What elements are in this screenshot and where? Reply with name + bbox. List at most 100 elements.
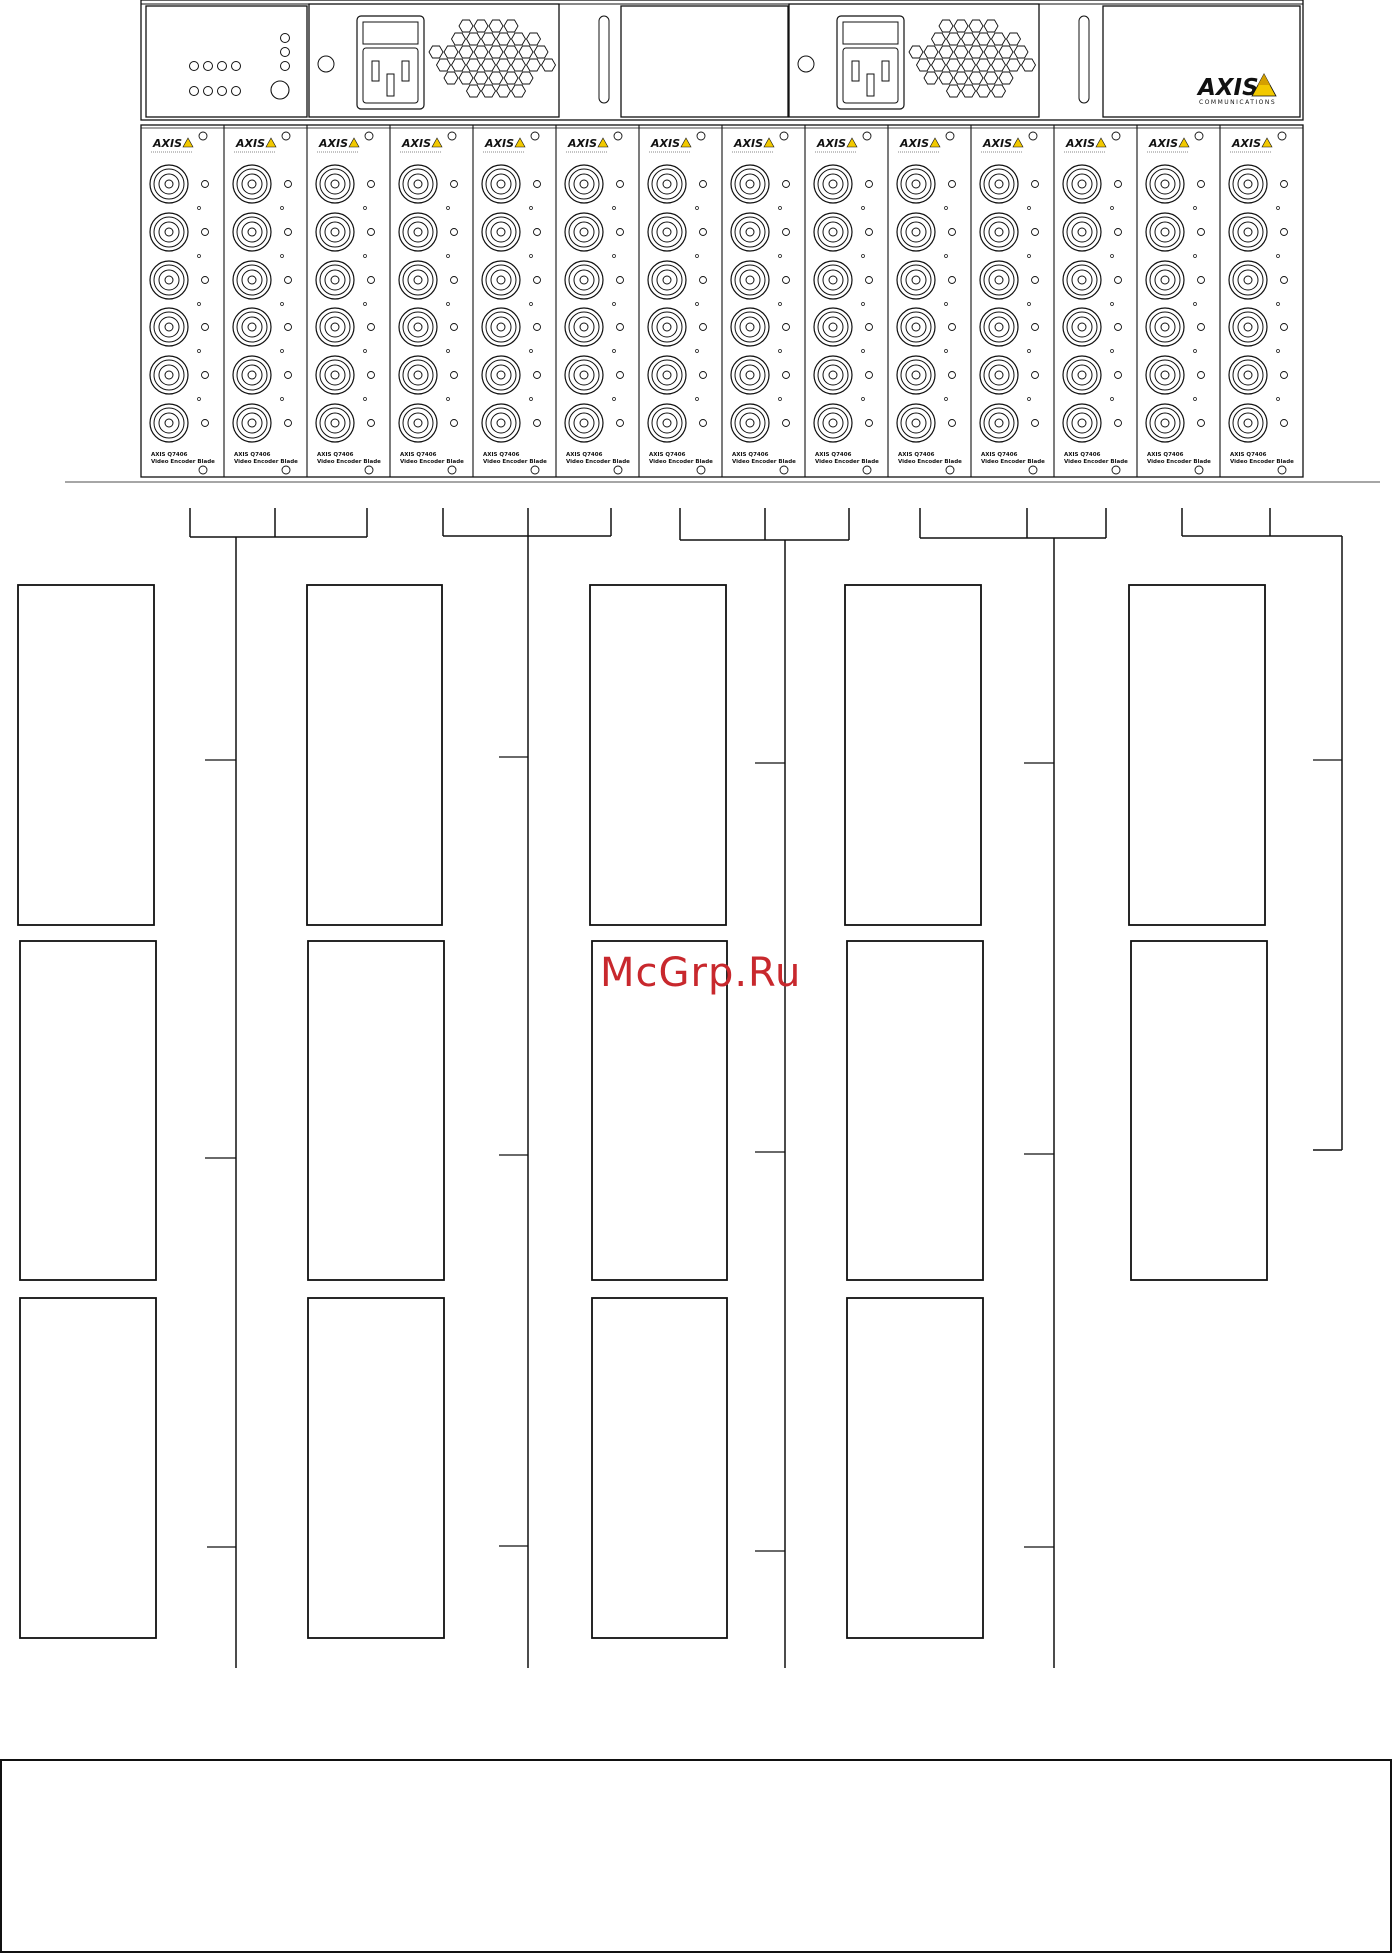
- port-led: [699, 323, 707, 331]
- status-led: [189, 61, 199, 71]
- bnc-connector: [896, 260, 936, 300]
- blade-logo-triangle: [348, 137, 360, 148]
- blade-label-line2: Video Encoder Blade: [1064, 459, 1128, 465]
- port-led: [699, 180, 707, 188]
- port-dot: [612, 397, 616, 401]
- device-box: [307, 940, 445, 1281]
- bnc-connector: [1062, 164, 1102, 204]
- port-led: [367, 276, 375, 284]
- port-led: [1197, 419, 1205, 427]
- port-led: [1031, 419, 1039, 427]
- bnc-connector: [1228, 403, 1268, 443]
- indicator-led: [280, 33, 290, 43]
- blade-logo-text: AXIS: [816, 137, 846, 150]
- blade-logo-text: AXIS: [1148, 137, 1178, 150]
- port-led: [367, 323, 375, 331]
- port-dot: [1110, 254, 1114, 258]
- port-dot: [612, 349, 616, 353]
- port-led: [284, 323, 292, 331]
- port-led: [1280, 228, 1288, 236]
- port-dot: [1193, 349, 1197, 353]
- port-led: [450, 323, 458, 331]
- port-led: [450, 180, 458, 188]
- bnc-connector: [398, 355, 438, 395]
- bnc-connector: [232, 403, 272, 443]
- fan-hex: [518, 45, 534, 59]
- port-led: [1114, 228, 1122, 236]
- fan-hex: [488, 45, 504, 59]
- port-led: [284, 276, 292, 284]
- port-led: [284, 419, 292, 427]
- port-dot: [1276, 349, 1280, 353]
- port-led: [948, 276, 956, 284]
- port-dot: [861, 397, 865, 401]
- port-dot: [363, 254, 367, 258]
- bnc-connector: [564, 260, 604, 300]
- blade-label-line1: AXIS Q7406: [1230, 452, 1267, 458]
- port-dot: [280, 397, 284, 401]
- port-led: [616, 180, 624, 188]
- fan-hex: [511, 58, 526, 72]
- port-dot: [1193, 254, 1197, 258]
- blade-screw: [198, 465, 208, 475]
- blade-label-line2: Video Encoder Blade: [483, 459, 547, 465]
- bnc-connector: [730, 355, 770, 395]
- blade-screw: [281, 465, 291, 475]
- blade-screw: [613, 465, 623, 475]
- blade-screw: [696, 465, 706, 475]
- device-box: [846, 1297, 984, 1639]
- blade-screw: [862, 131, 872, 141]
- bnc-connector: [398, 307, 438, 347]
- port-led: [367, 419, 375, 427]
- port-dot: [446, 302, 450, 306]
- brand-tagline-text: COMMUNICATIONS: [1199, 99, 1276, 106]
- device-box: [17, 584, 155, 926]
- bnc-connector: [149, 403, 189, 443]
- fan-hex: [953, 19, 969, 33]
- bnc-connector: [564, 403, 604, 443]
- port-dot: [363, 302, 367, 306]
- bnc-connector: [1145, 164, 1185, 204]
- blade-label-line2: Video Encoder Blade: [400, 459, 464, 465]
- fan-hex: [938, 71, 954, 85]
- bnc-connector: [1228, 355, 1268, 395]
- fan-hex: [481, 84, 496, 98]
- fan-hex: [1006, 58, 1021, 72]
- bnc-connector: [232, 260, 272, 300]
- indicator-led: [280, 61, 290, 71]
- port-dot: [529, 206, 533, 210]
- fan-hex: [503, 71, 519, 85]
- blade-screw: [945, 131, 955, 141]
- bnc-connector: [149, 307, 189, 347]
- port-dot: [944, 302, 948, 306]
- blade-label-line1: AXIS Q7406: [566, 452, 603, 458]
- port-led: [284, 371, 292, 379]
- port-led: [616, 276, 624, 284]
- bnc-connector: [315, 212, 355, 252]
- bnc-connector: [979, 164, 1019, 204]
- fan-hex: [466, 32, 481, 46]
- port-dot: [363, 206, 367, 210]
- fan-hex: [961, 32, 976, 46]
- blade-screw: [198, 131, 208, 141]
- port-led: [367, 228, 375, 236]
- status-led: [203, 61, 213, 71]
- port-dot: [695, 349, 699, 353]
- bnc-connector: [1145, 307, 1185, 347]
- bnc-connector: [315, 307, 355, 347]
- fan-hex: [983, 45, 999, 59]
- port-led: [1114, 276, 1122, 284]
- bnc-connector: [1062, 307, 1102, 347]
- port-led: [1197, 371, 1205, 379]
- port-dot: [778, 206, 782, 210]
- blade-label-line1: AXIS Q7406: [732, 452, 769, 458]
- fan-hex: [481, 32, 496, 46]
- fan-hex: [511, 32, 526, 46]
- blade-logo-text: AXIS: [401, 137, 431, 150]
- bnc-connector: [1228, 212, 1268, 252]
- device-box: [1130, 940, 1268, 1281]
- fan-hex: [458, 19, 474, 33]
- status-led: [189, 86, 199, 96]
